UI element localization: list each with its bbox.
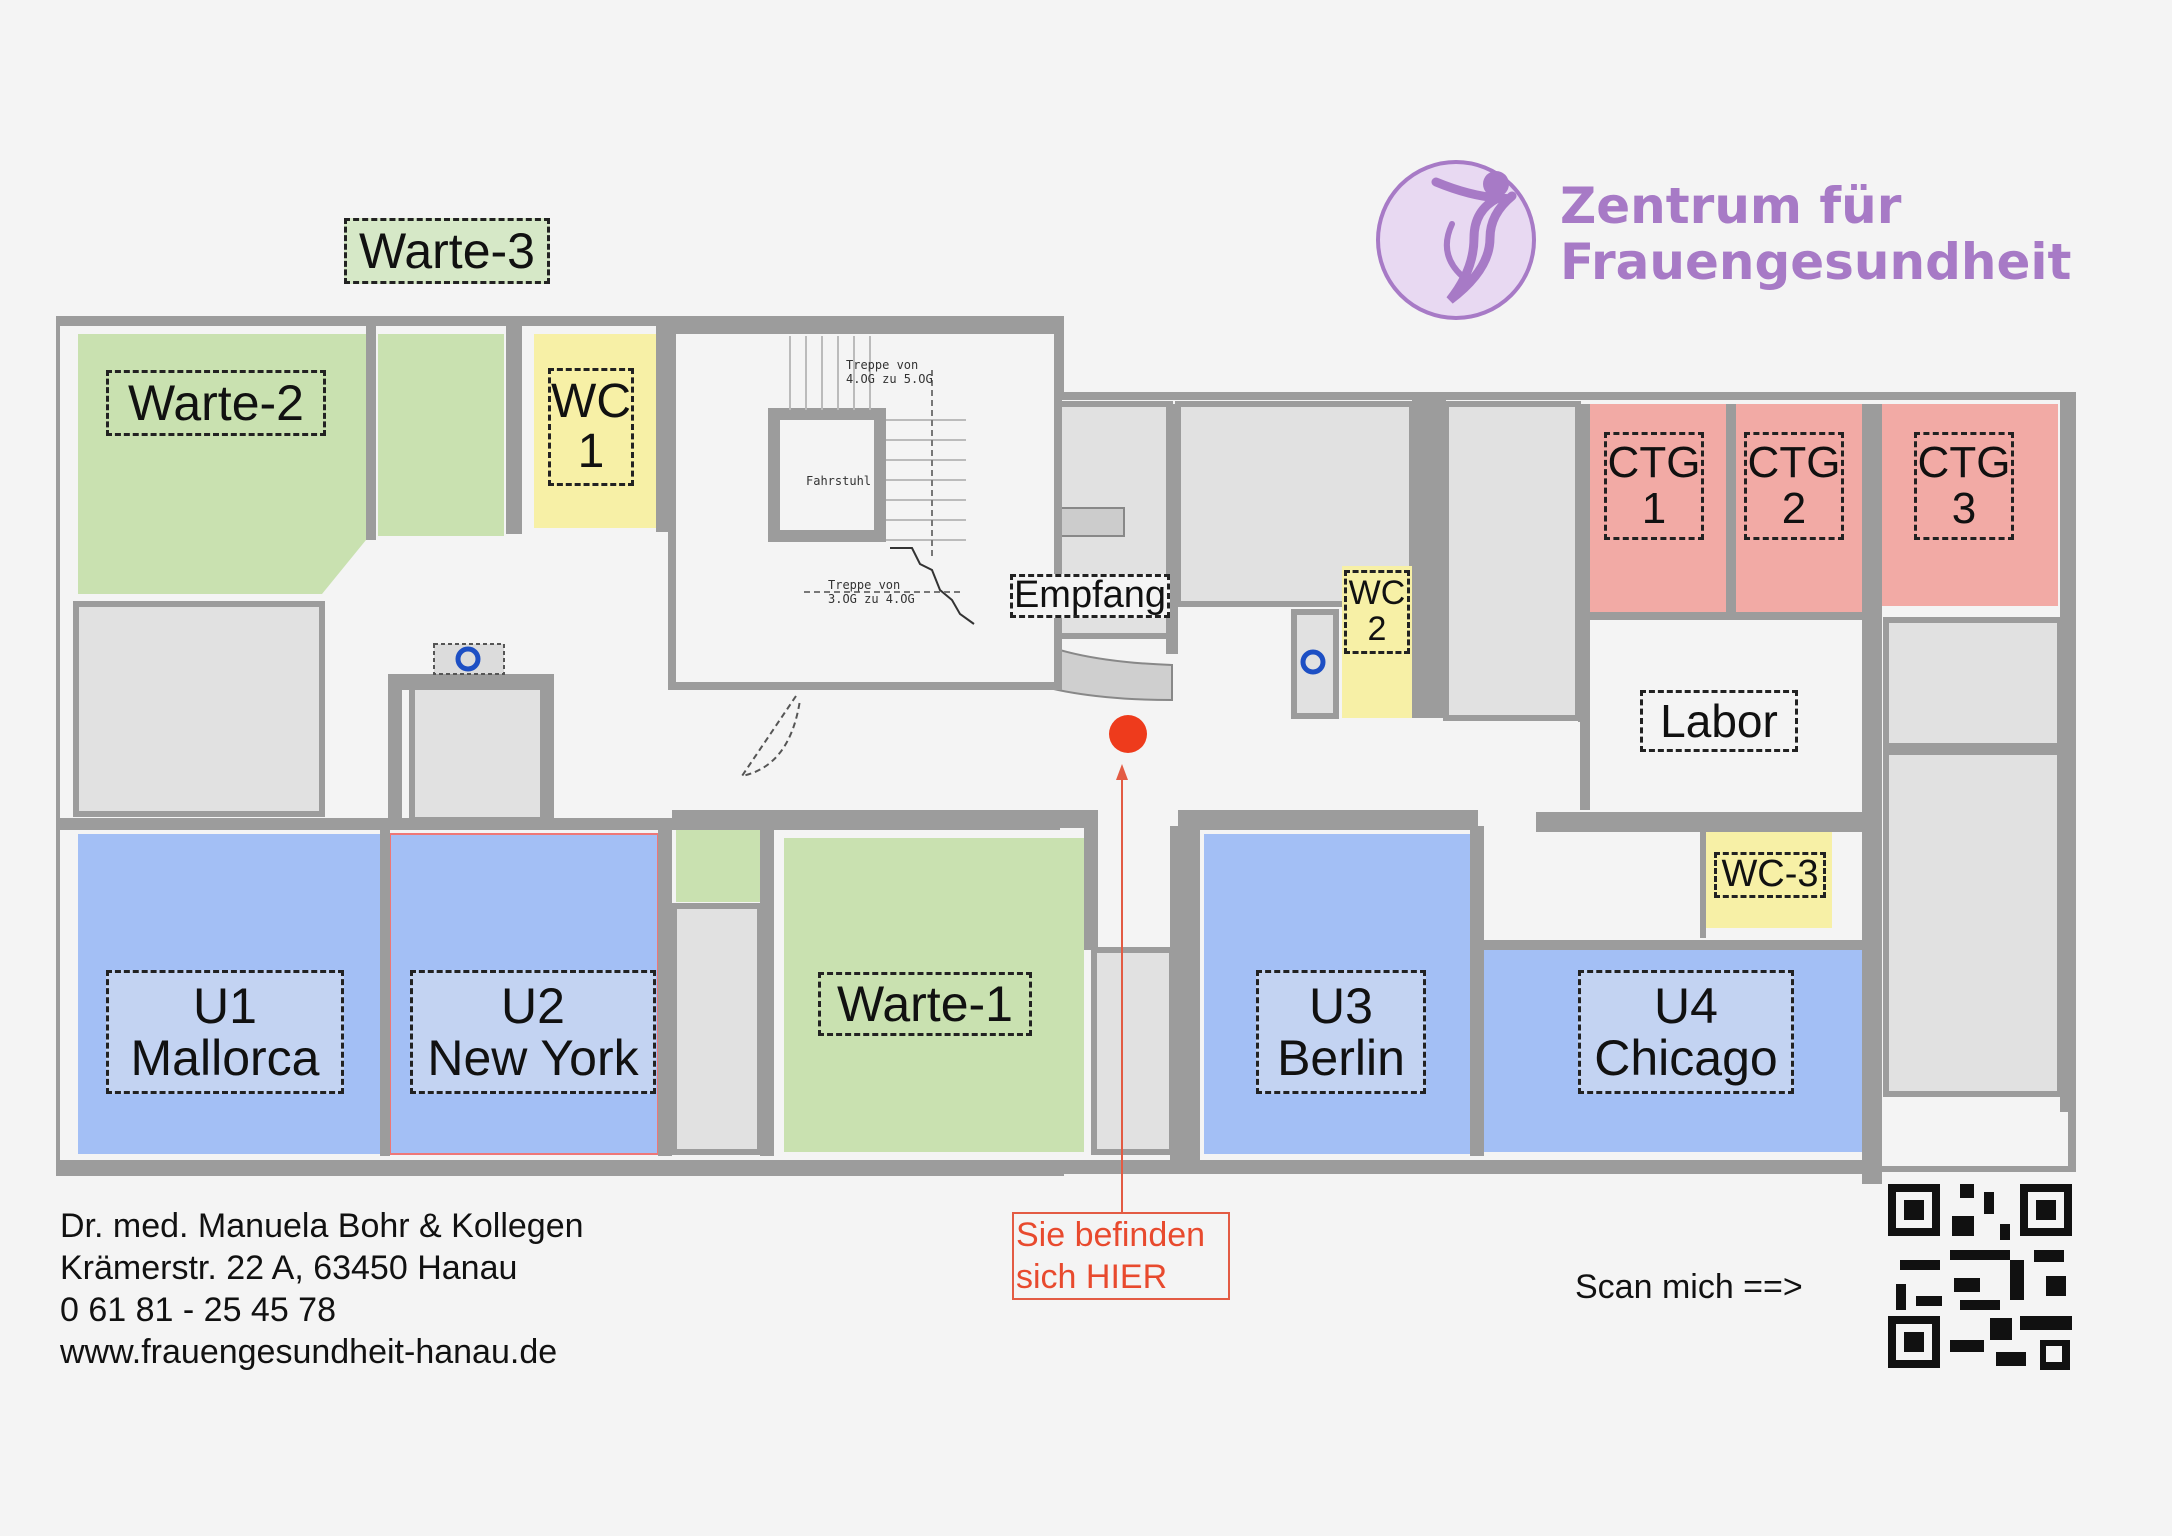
elevator-label: Fahrstuhl bbox=[806, 474, 872, 488]
room-label-empfang: Empfang bbox=[1010, 574, 1170, 618]
warte-2-area bbox=[78, 334, 366, 594]
qr-code[interactable] bbox=[1886, 1182, 2076, 1372]
location-dot bbox=[1109, 715, 1147, 753]
logo-line-2: Frauengesundheit bbox=[1560, 233, 2072, 291]
interior-walls bbox=[56, 326, 2076, 1184]
room-label-warte-3: Warte-3 bbox=[344, 218, 550, 284]
elevator-shaft bbox=[768, 408, 886, 542]
room-label-warte-1: Warte-1 bbox=[818, 972, 1032, 1036]
logo-line-1: Zentrum für bbox=[1560, 177, 1902, 235]
door-swing bbox=[739, 695, 801, 778]
contact-name: Dr. med. Manuela Bohr & Kollegen bbox=[60, 1207, 584, 1245]
you-are-here bbox=[1109, 715, 1147, 1214]
you-are-here-label: Sie befinden sich HIER bbox=[1012, 1212, 1230, 1300]
logo-mark bbox=[1376, 160, 1536, 320]
scan-label: Scan mich ==> bbox=[1575, 1268, 1803, 1306]
stairwell bbox=[668, 326, 1062, 778]
accessibility-icon bbox=[455, 646, 481, 672]
contact-address: Krämerstr. 22 A, 63450 Hanau bbox=[60, 1249, 518, 1287]
room-label-warte-2: Warte-2 bbox=[106, 370, 326, 436]
contact-website[interactable]: www.frauengesundheit-hanau.de bbox=[60, 1333, 558, 1371]
room-label-labor: Labor bbox=[1640, 690, 1798, 752]
arrow-up-icon bbox=[1116, 764, 1128, 780]
contact-phone: 0 61 81 - 25 45 78 bbox=[60, 1291, 337, 1329]
wheelchair-markers bbox=[433, 643, 1326, 675]
warte-1-area bbox=[784, 838, 1084, 1152]
waiting-areas bbox=[78, 334, 1084, 1152]
contact-info: Dr. med. Manuela Bohr & Kollegen Krämers… bbox=[60, 1205, 584, 1373]
accessibility-icon bbox=[1300, 649, 1326, 675]
room-label-wc-3: WC-3 bbox=[1714, 852, 1826, 898]
wc-rooms bbox=[534, 334, 1832, 928]
